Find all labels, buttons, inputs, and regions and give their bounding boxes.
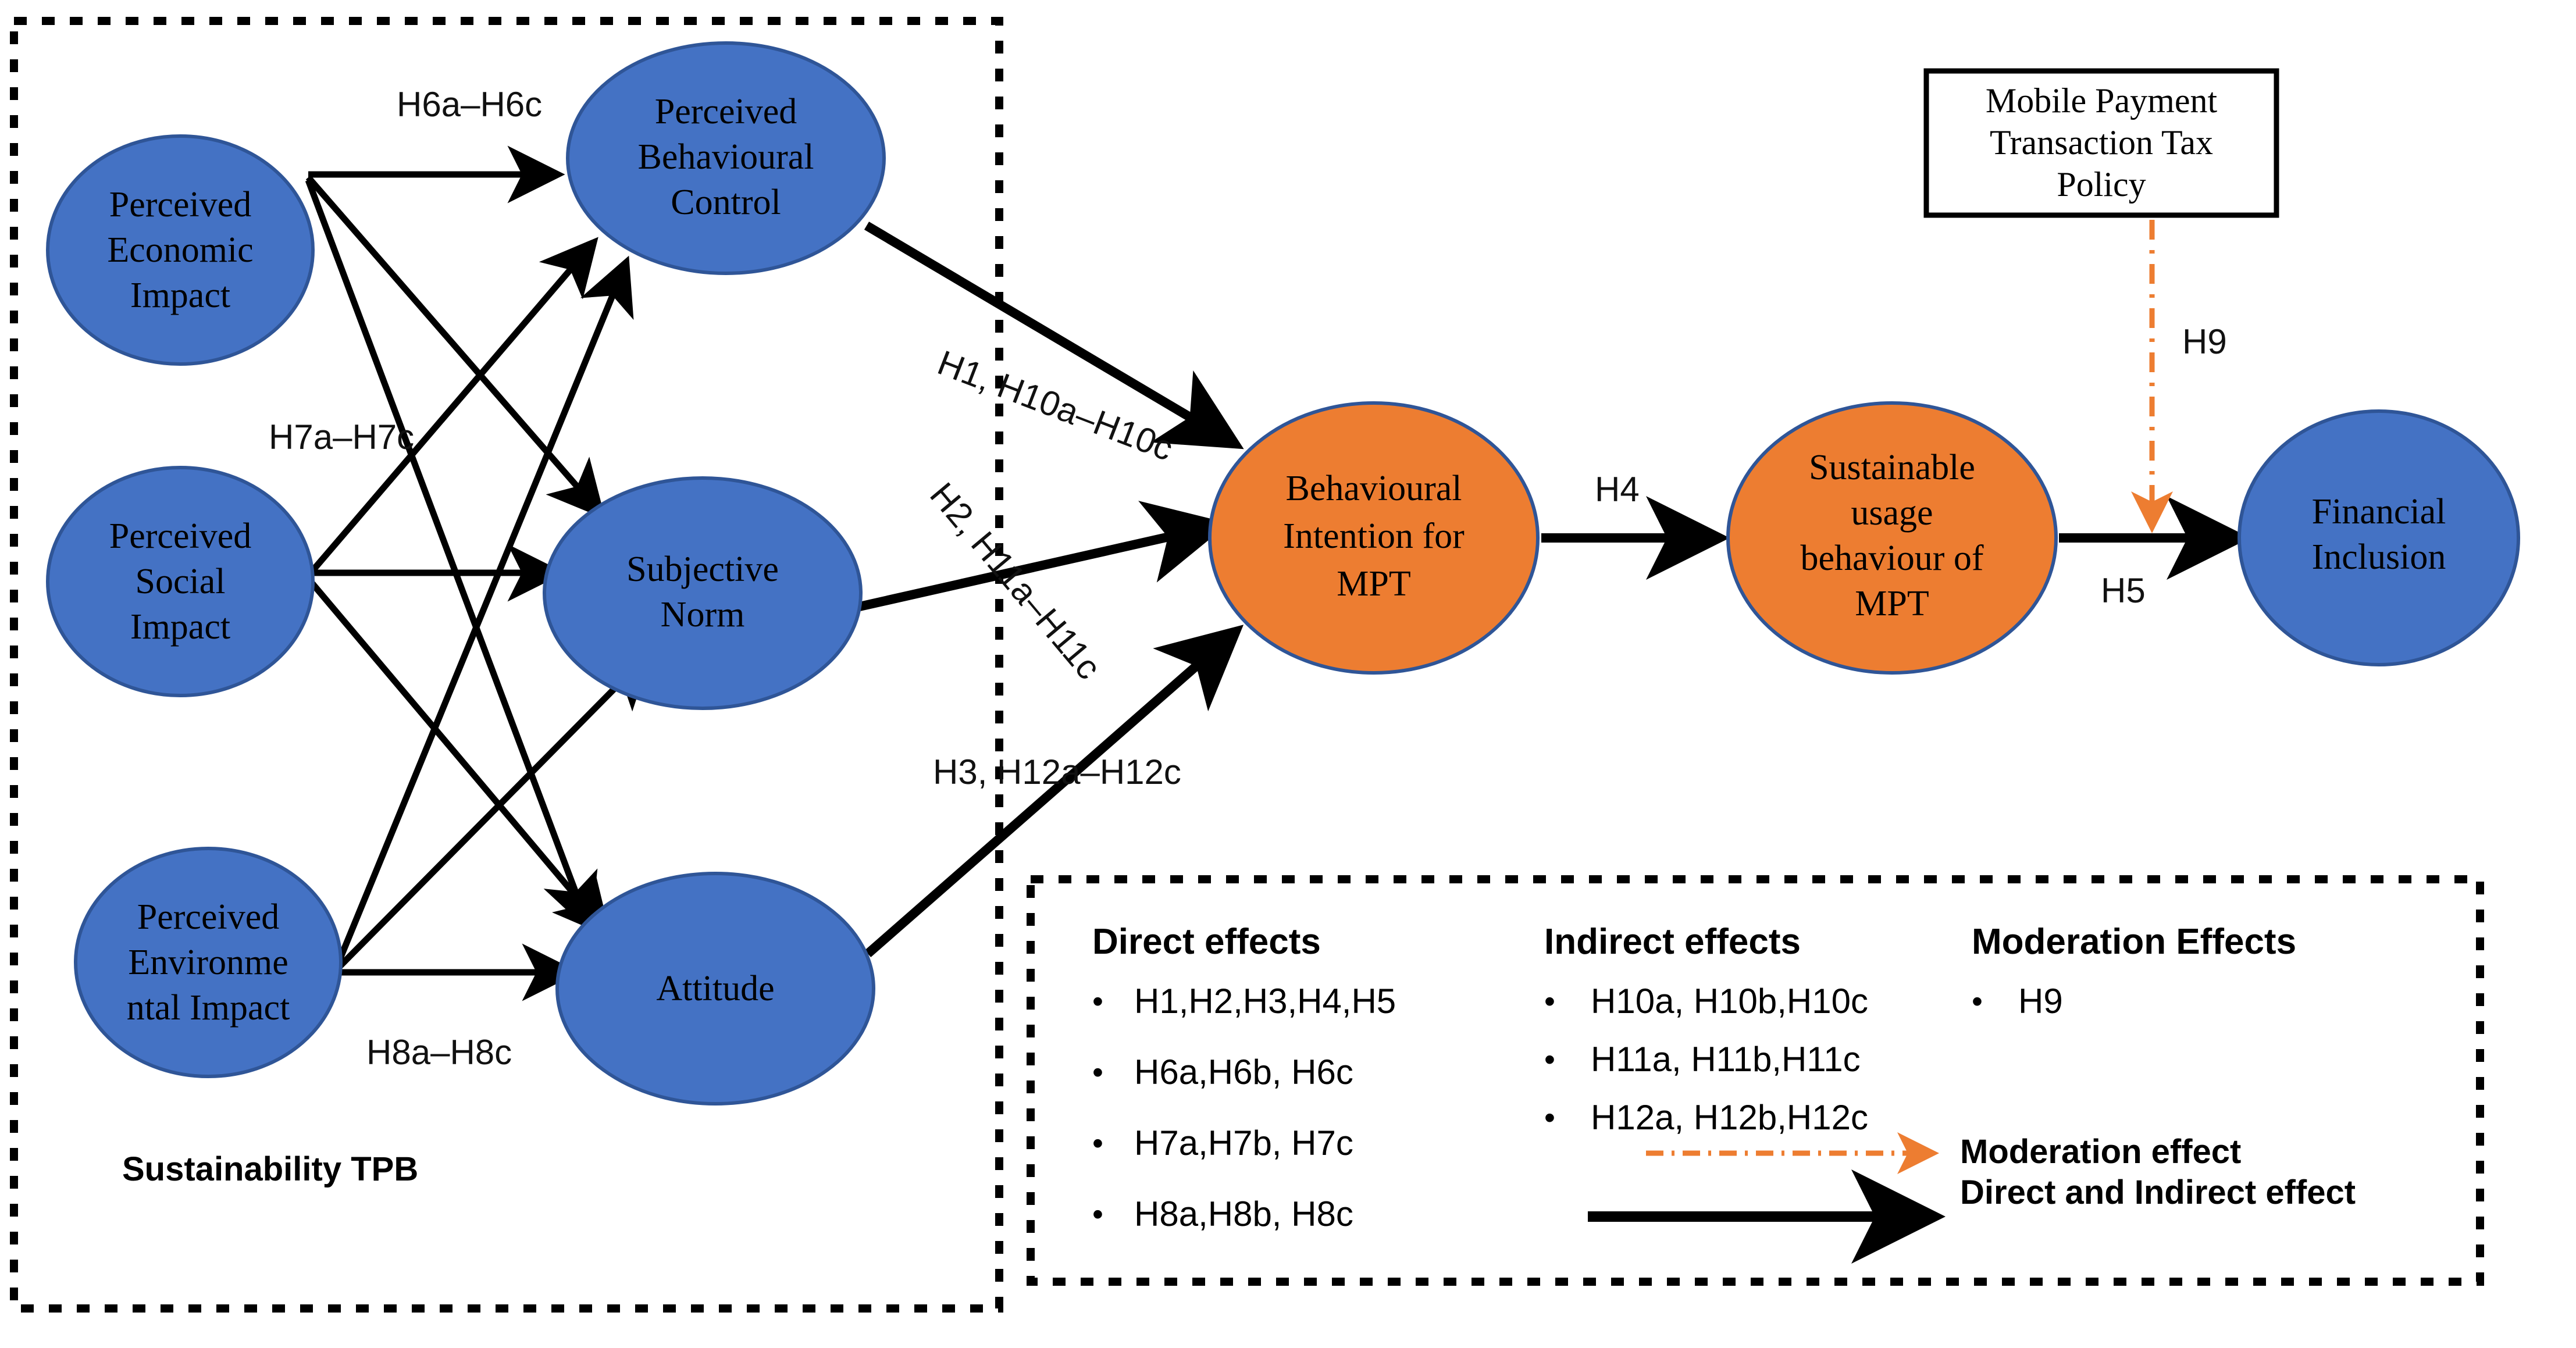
legend-bullet-icon: • <box>1544 1100 1555 1135</box>
edges-group <box>305 145 2250 1001</box>
node-label-line: Control <box>671 183 781 222</box>
edge-pen-pbc <box>333 255 634 970</box>
legend-bullet-icon: • <box>1972 984 1983 1019</box>
legend-key-moderation-effect: Moderation effect <box>1646 1132 2241 1174</box>
legend-item-indirect: H12a, H12b,H12c <box>1591 1098 1868 1137</box>
moderator-box-mobile-payment-tax-policy[interactable]: Mobile Payment Transaction Tax Policy <box>1923 68 2279 218</box>
edge-label-h4: H4 <box>1595 470 1640 509</box>
node-label-line: Behavioural <box>1285 469 1462 508</box>
node-label-line: usage <box>1851 493 1933 533</box>
node-label-line: Perceived <box>137 897 279 937</box>
tpb-group-box <box>10 17 1003 1313</box>
legend-item-direct: H6a,H6b, H6c <box>1134 1053 1353 1092</box>
node-label-line: Norm <box>661 595 745 634</box>
nodes-group: Perceived Economic Impact Perceived Beha… <box>46 41 2520 1105</box>
legend-item-indirect: H11a, H11b,H11c <box>1591 1040 1861 1079</box>
legend-key-label-direct: Direct and Indirect effect <box>1960 1174 2356 1211</box>
moderator-box-line: Policy <box>2057 165 2146 204</box>
edge-pei-att <box>305 179 598 933</box>
node-label-line: Economic <box>107 230 253 270</box>
legend-column-moderation-effects: Moderation Effects • H9 <box>1972 922 2296 1021</box>
legend-item-moderation: H9 <box>2018 982 2063 1021</box>
legend-column-indirect-effects: Indirect effects • H10a, H10b,H10c • H11… <box>1544 922 1868 1137</box>
node-label-line: MPT <box>1337 564 1410 604</box>
node-label-line: Sustainable <box>1809 448 1975 487</box>
legend-key-direct-indirect-effect: Direct and Indirect effect <box>1588 1169 2356 1264</box>
node-label-line: Attitude <box>656 969 774 1008</box>
edge-pbc-bi <box>864 222 1244 450</box>
node-label-line: Impact <box>130 607 230 647</box>
node-attitude[interactable]: Attitude <box>555 872 875 1105</box>
legend-item-direct: H7a,H7b, H7c <box>1134 1124 1353 1162</box>
node-label-line: Financial <box>2312 492 2446 532</box>
edge-label-h1-h10a-h10c: H1, H10a–H10c <box>932 343 1178 469</box>
edge-label-h9: H9 <box>2182 322 2227 361</box>
edge-psi-att <box>305 576 611 938</box>
edge-label-h5: H5 <box>2101 571 2146 610</box>
legend-heading-direct: Direct effects <box>1092 922 1321 962</box>
legend-item-indirect: H10a, H10b,H10c <box>1591 982 1868 1021</box>
edge-att-bi <box>864 625 1244 958</box>
legend-bullet-icon: • <box>1092 984 1103 1019</box>
node-label-line: Perceived <box>655 92 797 131</box>
legend-bullet-icon: • <box>1092 1197 1103 1232</box>
node-label-line: Perceived <box>109 516 251 556</box>
node-perceived-economic-impact[interactable]: Perceived Economic Impact <box>46 134 315 366</box>
legend-item-direct: H8a,H8b, H8c <box>1134 1194 1353 1233</box>
tpb-group-caption: Sustainability TPB <box>122 1150 418 1188</box>
node-perceived-behavioural-control[interactable]: Perceived Behavioural Control <box>566 41 886 275</box>
node-sustainable-usage-behaviour-mpt[interactable]: Sustainable usage behaviour of MPT <box>1726 401 2058 675</box>
legend-heading-indirect: Indirect effects <box>1544 922 1801 962</box>
edge-psi-pbc <box>305 237 598 578</box>
edge-label-h8a-h8c: H8a–H8c <box>366 1033 512 1072</box>
legend-content: Direct effects • H1,H2,H3,H4,H5 • H6a,H6… <box>1092 922 2356 1264</box>
node-label-line: Perceived <box>109 185 251 224</box>
edge-sn-bi <box>858 501 1230 611</box>
legend-box <box>1027 875 2484 1286</box>
moderator-box-line: Mobile Payment <box>1986 81 2218 120</box>
edge-label-h3-h12a-h12c: H3, H12a–H12c <box>933 753 1181 791</box>
node-label-line: Impact <box>130 276 230 315</box>
node-label-line: Inclusion <box>2312 537 2446 577</box>
moderator-box-line: Transaction Tax <box>1990 123 2213 162</box>
node-label-line: ntal Impact <box>127 988 290 1028</box>
node-label-line: Subjective <box>626 550 779 589</box>
node-financial-inclusion[interactable]: Financial Inclusion <box>2237 409 2520 666</box>
node-label-line: Environme <box>128 943 288 982</box>
node-label-line: MPT <box>1855 584 1929 623</box>
edge-pen-sn <box>334 650 653 972</box>
node-label-line: Intention for <box>1283 516 1465 556</box>
node-subjective-norm[interactable]: Subjective Norm <box>543 476 863 710</box>
edge-label-h2-h11a-h11c: H2, H11a–H11c <box>922 475 1109 686</box>
edge-label-h6a-h6c: H6a–H6c <box>397 85 542 124</box>
edge-label-h7a-h7c: H7a–H7c <box>269 418 414 457</box>
legend-column-direct-effects: Direct effects • H1,H2,H3,H4,H5 • H6a,H6… <box>1092 922 1396 1233</box>
legend-item-direct: H1,H2,H3,H4,H5 <box>1134 982 1396 1021</box>
node-perceived-social-impact[interactable]: Perceived Social Impact <box>46 466 315 697</box>
legend-bullet-icon: • <box>1544 984 1555 1019</box>
edge-pei-sn <box>305 175 605 519</box>
node-perceived-environmental-impact[interactable]: Perceived Environme ntal Impact <box>74 847 343 1078</box>
legend-bullet-icon: • <box>1092 1126 1103 1161</box>
legend-bullet-icon: • <box>1544 1042 1555 1077</box>
node-label-line: Behavioural <box>637 137 814 177</box>
legend-bullet-icon: • <box>1092 1055 1103 1090</box>
legend-heading-moderation: Moderation Effects <box>1972 922 2296 962</box>
node-behavioural-intention-mpt[interactable]: Behavioural Intention for MPT <box>1208 401 1540 675</box>
legend-key-label-moderation: Moderation effect <box>1960 1133 2241 1171</box>
node-label-line: Social <box>136 562 226 601</box>
node-label-line: behaviour of <box>1800 539 1983 578</box>
